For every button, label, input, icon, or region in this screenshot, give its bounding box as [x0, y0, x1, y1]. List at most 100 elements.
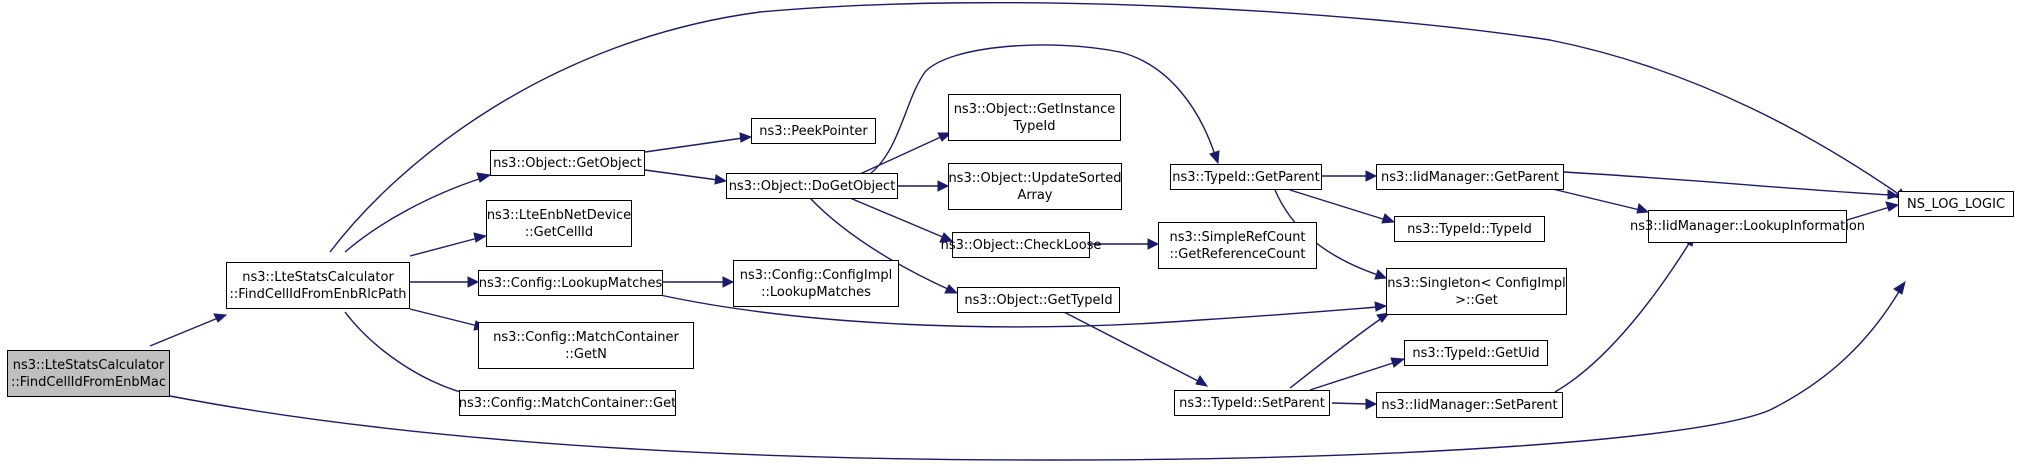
arrowhead [1376, 312, 1391, 323]
node-label-line: ns3::Config::MatchContainer::Get [458, 395, 677, 411]
edge-findcellidfromenbrlcpath-to-getobject [344, 177, 483, 253]
arrowhead [937, 132, 953, 142]
node-label-line: ::GetN [565, 346, 607, 362]
arrowhead [937, 180, 950, 192]
node-config-lookupmatches[interactable]: ns3::Config::LookupMatches [478, 270, 663, 296]
node-label-line: ns3::PeekPointer [759, 123, 868, 139]
arrowhead [1195, 375, 1209, 387]
node-singleton-configimpl-get[interactable]: ns3::Singleton< ConfigImpl >::Get [1386, 268, 1567, 315]
node-label-line: ns3::LteStatsCalculator [12, 357, 165, 373]
edge-typeid-setparent-to-getuid [1309, 361, 1397, 391]
node-label-line: ns3::Config::LookupMatches [478, 275, 663, 291]
edge-dogetobject-to-getinstancetypeid [859, 135, 944, 175]
node-label-line: ns3::Object::CheckLoose [940, 237, 1102, 253]
node-label-line: NS_LOG_LOGIC [1906, 196, 2006, 212]
node-label-line: ns3::Object::UpdateSorted [948, 170, 1122, 186]
node-iidmanager-setparent[interactable]: ns3::IidManager::SetParent [1376, 392, 1563, 418]
node-matchcontainer-get[interactable]: ns3::Config::MatchContainer::Get [459, 390, 676, 416]
arrowhead [213, 313, 228, 323]
node-iidmanager-lookupinformation[interactable]: ns3::IidManager::LookupInformation [1630, 210, 1865, 243]
node-lteenbnetdevice-getcellid[interactable]: ns3::LteEnbNetDevice ::GetCellId [486, 200, 632, 247]
node-label-line: ns3::Object::GetObject [493, 155, 642, 171]
node-label-line: >::Get [1455, 292, 1498, 308]
node-label-line: ::LookupMatches [761, 284, 871, 300]
node-typeid-getparent[interactable]: ns3::TypeId::GetParent [1170, 164, 1322, 190]
node-object-getobject[interactable]: ns3::Object::GetObject [490, 150, 645, 176]
node-object-dogetobject[interactable]: ns3::Object::DoGetObject [726, 173, 898, 199]
edge-dogetobject-to-gettypeid [809, 197, 951, 291]
node-label-line: ns3::TypeId::SetParent [1179, 395, 1325, 411]
node-label-line: ns3::LteEnbNetDevice [486, 207, 632, 223]
node-label-line: ns3::IidManager::GetParent [1380, 169, 1560, 185]
node-typeid-getuid[interactable]: ns3::TypeId::GetUid [1404, 340, 1548, 366]
node-label-line: Array [1017, 187, 1053, 203]
arrowhead [1381, 213, 1396, 224]
node-label-line: ns3::IidManager::SetParent [1381, 397, 1558, 413]
node-object-getinstancetypeid[interactable]: ns3::Object::GetInstance TypeId [948, 94, 1121, 141]
node-iidmanager-getparent[interactable]: ns3::IidManager::GetParent [1376, 164, 1564, 190]
node-typeid-setparent[interactable]: ns3::TypeId::SetParent [1174, 390, 1330, 416]
arrowhead [739, 132, 753, 143]
edge-typeid-getparent-to-typeid-typeid [1289, 189, 1387, 221]
node-label-line: ns3::Config::MatchContainer [493, 329, 679, 345]
edge-iidmanager-setparent-to-lookupinformation [1554, 241, 1691, 393]
node-configimpl-lookupmatches[interactable]: ns3::Config::ConfigImpl ::LookupMatches [733, 260, 899, 307]
arrowhead [939, 232, 954, 243]
node-label-line: ns3::Singleton< ConfigImpl [1387, 275, 1566, 291]
edge-gettypeid-to-setparent [1059, 309, 1201, 383]
edge-findcellidfromenbrlcpath-to-getcellid [409, 237, 479, 257]
edge-dogetobject-to-typeid-getparent [869, 44, 1216, 175]
node-label-line: ns3::SimpleRefCount [1169, 229, 1306, 245]
node-peekpointer[interactable]: ns3::PeekPointer [751, 118, 876, 144]
node-label-line: ns3::TypeId::GetParent [1172, 169, 1320, 185]
node-findcellidfromenbmac[interactable]: ns3::LteStatsCalculator ::FindCellIdFrom… [7, 350, 170, 397]
arrowhead [476, 172, 492, 183]
node-label-line: TypeId [1013, 118, 1056, 134]
arrowhead [1374, 269, 1388, 280]
edge-getobject-to-peekpointer [644, 137, 744, 153]
node-label-line: ns3::Object::DoGetObject [728, 178, 896, 194]
node-object-checkloose[interactable]: ns3::Object::CheckLoose [941, 232, 1101, 258]
node-label-line: ns3::TypeId::GetUid [1412, 345, 1540, 361]
edge-lookupinformation-to-ns-log-logic [1846, 206, 1891, 221]
node-label-line: ns3::LteStatsCalculator [242, 269, 394, 285]
arrowhead [722, 276, 735, 288]
node-label-line: ns3::TypeId::TypeId [1407, 221, 1532, 237]
node-label-line: ::FindCellIdFromEnbRlcPath [229, 286, 407, 302]
arrowhead [714, 174, 728, 185]
edge-findcellidfromenbmac-to-ns-log-logic [169, 289, 1901, 461]
arrowhead [1893, 280, 1906, 295]
node-simplerefcount-getreferencecount[interactable]: ns3::SimpleRefCount ::GetReferenceCount [1158, 222, 1317, 269]
arrowhead [467, 276, 480, 288]
edge-dogetobject-to-checkloose [849, 197, 946, 239]
edge-iidmanager-getparent-to-ns-log-logic [1563, 171, 1891, 196]
edge-findcellidfromenbmac-to-findcellidfromenbrlcpath [149, 317, 219, 347]
node-label-line: ::FindCellIdFromEnbMac [10, 374, 167, 390]
arrowhead [1209, 150, 1220, 165]
arrowhead [1636, 203, 1650, 214]
edge-typeid-setparent-to-iidmanager-setparent [1331, 402, 1369, 405]
node-ns-log-logic[interactable]: NS_LOG_LOGIC [1898, 191, 2014, 217]
arrowhead [1390, 357, 1406, 368]
edge-findcellidfromenbrlcpath-to-matchcontainer-getn [409, 308, 479, 327]
node-typeid-typeid[interactable]: ns3::TypeId::TypeId [1394, 216, 1545, 242]
arrowhead [1365, 170, 1378, 182]
node-matchcontainer-getn[interactable]: ns3::Config::MatchContainer ::GetN [478, 322, 694, 369]
edge-getobject-to-dogetobject [644, 169, 719, 181]
node-label-line: ns3::Object::GetTypeId [964, 292, 1113, 308]
arrowhead [1887, 189, 1900, 200]
node-object-gettypeid[interactable]: ns3::Object::GetTypeId [957, 287, 1120, 313]
edge-findcellidfromenbrlcpath-to-matchcontainer-get [344, 311, 481, 398]
node-label-line: ::GetReferenceCount [1169, 246, 1306, 262]
arrowhead [473, 232, 488, 243]
node-label-line: ::GetCellId [524, 224, 594, 240]
edge-iidmanager-getparent-to-lookupinformation [1539, 185, 1641, 211]
node-label-line: ns3::IidManager::LookupInformation [1629, 219, 1866, 234]
node-object-updatesortedarray[interactable]: ns3::Object::UpdateSorted Array [948, 163, 1122, 210]
node-label-line: ns3::Config::ConfigImpl [739, 267, 893, 283]
arrowhead [1147, 238, 1160, 250]
arrowhead [1365, 398, 1378, 410]
node-findcellidfromenbrlcpath[interactable]: ns3::LteStatsCalculator ::FindCellIdFrom… [226, 262, 410, 309]
arrowhead [944, 284, 959, 294]
